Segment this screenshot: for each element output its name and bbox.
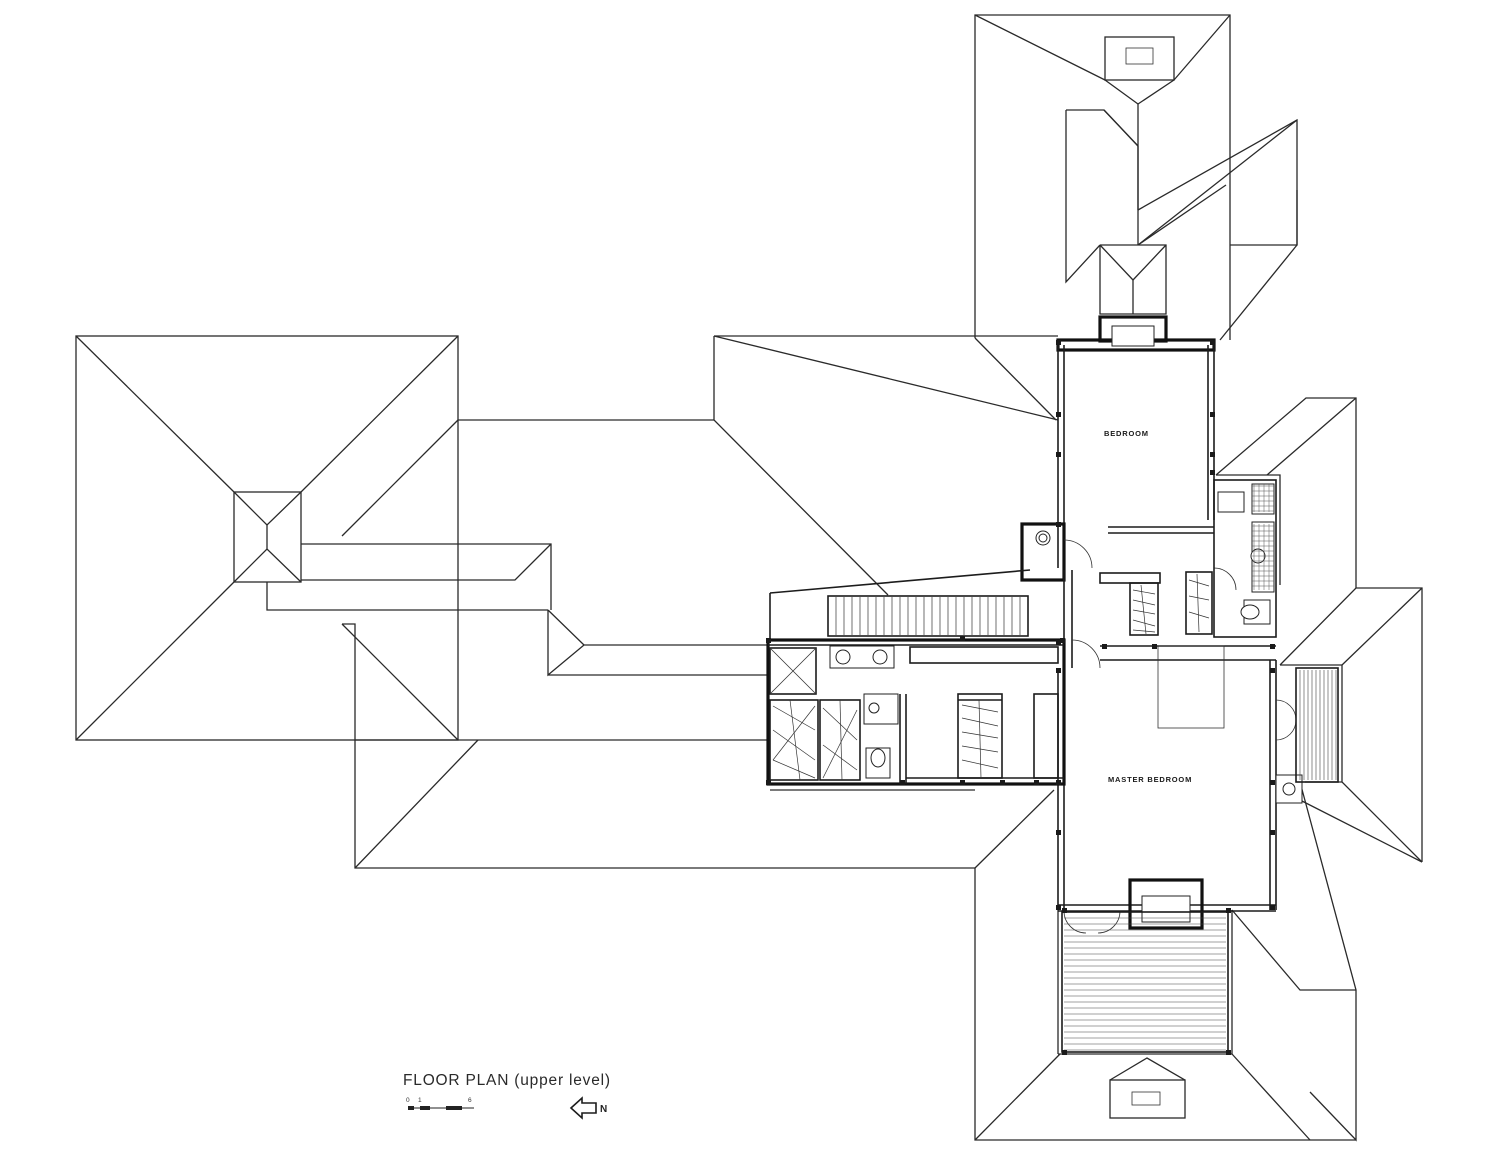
stair-treads: [835, 597, 1021, 635]
north-arrow: N: [569, 1096, 607, 1120]
bedroom-wall-posts: [766, 340, 1275, 1055]
scale-tick-1: 1: [418, 1097, 422, 1104]
connector-roof: [266, 419, 770, 677]
bath-tiles: [1252, 484, 1274, 590]
scale-bar-icon: 0 1 6: [406, 1097, 474, 1110]
wood-hatch: [772, 573, 1210, 781]
east-deck: [1295, 667, 1339, 783]
west-hip-roof: [75, 335, 459, 741]
porch-deck: [1061, 911, 1229, 1053]
scale-tick-0: 0: [406, 1097, 410, 1104]
drawing-title: FLOOR PLAN (upper level): [403, 1072, 611, 1089]
scale-tick-6: 6: [468, 1097, 472, 1104]
room-label-master-bedroom: MASTER BEDROOM: [1108, 775, 1192, 784]
left-arrow-icon: [569, 1096, 597, 1120]
north-label: N: [600, 1104, 607, 1115]
east-wing-roof: [1215, 397, 1423, 1142]
porch-roof: [974, 868, 1356, 1141]
north-wing-roof: [974, 14, 1298, 421]
interior-walls: [766, 315, 1303, 934]
center-roof: [342, 335, 1059, 869]
room-label-bedroom: BEDROOM: [1104, 429, 1149, 438]
